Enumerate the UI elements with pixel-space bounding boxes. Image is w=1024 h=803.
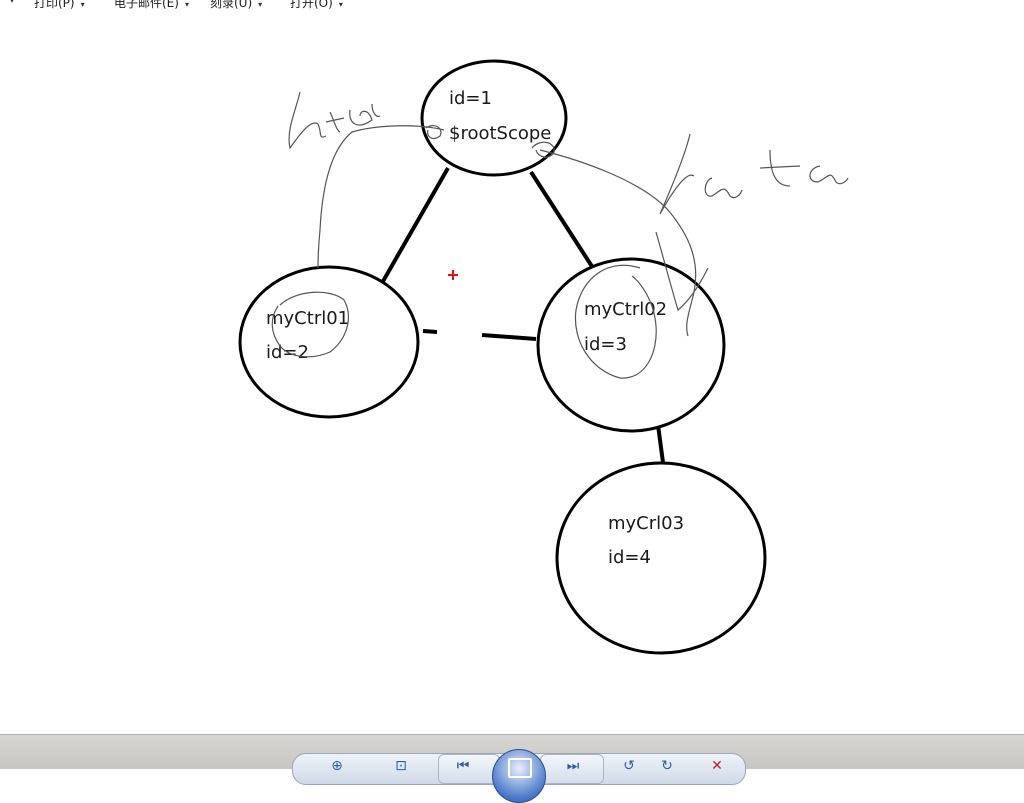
data-flow-hook-left (425, 124, 442, 140)
node-label: myCrl03 (608, 513, 684, 534)
node-label: id=4 (608, 547, 651, 568)
chevron-down-icon: ▾ (258, 0, 263, 9)
scribble-circle-ctrl01 (271, 291, 349, 358)
zoom-icon[interactable]: ⊕ (331, 758, 343, 774)
rotate-right-icon[interactable]: ↻ (661, 758, 673, 774)
cursor-crosshair-icon (448, 270, 458, 280)
edge-root-ctrl02 (529, 170, 595, 270)
node-label: $rootScope (449, 123, 551, 144)
node-label: id=1 (449, 88, 492, 109)
data-flow-arrowhead-right (655, 231, 709, 312)
node-mycrl03: myCrl03 id=4 (555, 461, 767, 655)
edge-ctrl01-ctrl02-part2 (481, 333, 537, 341)
delete-icon[interactable]: ✕ (711, 758, 723, 774)
data-flow-hook-right (531, 141, 555, 158)
handwriting-data-right (659, 133, 849, 215)
menu-item-print[interactable]: 打印(P) ▾ (34, 0, 85, 10)
node-label: id=3 (584, 334, 627, 355)
diagram: id=1 $rootScope myCtrl01 id=2 myCtrl02 i… (238, 59, 849, 655)
node-myctrl01: myCtrl01 id=2 (238, 265, 420, 419)
fit-window-icon[interactable]: ⊡ (395, 758, 407, 774)
handwriting-data-left (288, 91, 381, 150)
chevron-down-icon: ▾ (184, 0, 189, 9)
node-myctrl02: myCtrl02 id=3 (536, 257, 726, 433)
chevron-down-icon: ▾ (80, 0, 85, 9)
node-root-scope: id=1 $rootScope (420, 59, 568, 177)
data-flow-stroke-right (539, 149, 697, 337)
data-flow-stroke-left (317, 125, 445, 269)
menu-bar: ▾ 打印(P) ▾ 电子邮件(E) ▾ 刻录(U) ▾ 打开(O) ▾ (0, 0, 1024, 10)
menu-item-open[interactable]: 打开(O) ▾ (290, 0, 343, 10)
hand-annotations (271, 91, 849, 379)
rotate-left-icon[interactable]: ↺ (623, 758, 635, 774)
slideshow-icon (508, 758, 532, 778)
viewer-toolbar: ⊕ ⊡ ⏮ ⏭ ↺ ↻ ✕ (0, 734, 1024, 803)
node-label: myCtrl01 (266, 308, 349, 329)
node-label: myCtrl02 (584, 299, 667, 320)
edge-ctrl01-ctrl02-part1 (422, 329, 438, 334)
menu-item-label: 电子邮件(E) (114, 0, 179, 10)
menu-dropdown-arrow-icon[interactable]: ▾ (10, 0, 15, 5)
menu-item-label: 打开(O) (290, 0, 333, 10)
edge-root-ctrl01 (380, 167, 450, 284)
scribble-circle-ctrl02 (574, 264, 657, 379)
image-canvas: id=1 $rootScope myCtrl01 id=2 myCtrl02 i… (0, 10, 1024, 734)
menu-item-burn[interactable]: 刻录(U) ▾ (210, 0, 262, 10)
menu-item-email[interactable]: 电子邮件(E) ▾ (114, 0, 189, 10)
next-icon[interactable]: ⏭ (566, 758, 580, 774)
previous-icon[interactable]: ⏮ (456, 758, 470, 774)
menu-item-label: 打印(P) (34, 0, 75, 10)
chevron-down-icon: ▾ (338, 0, 343, 9)
slideshow-button[interactable] (492, 749, 546, 803)
menu-item-label: 刻录(U) (210, 0, 253, 10)
